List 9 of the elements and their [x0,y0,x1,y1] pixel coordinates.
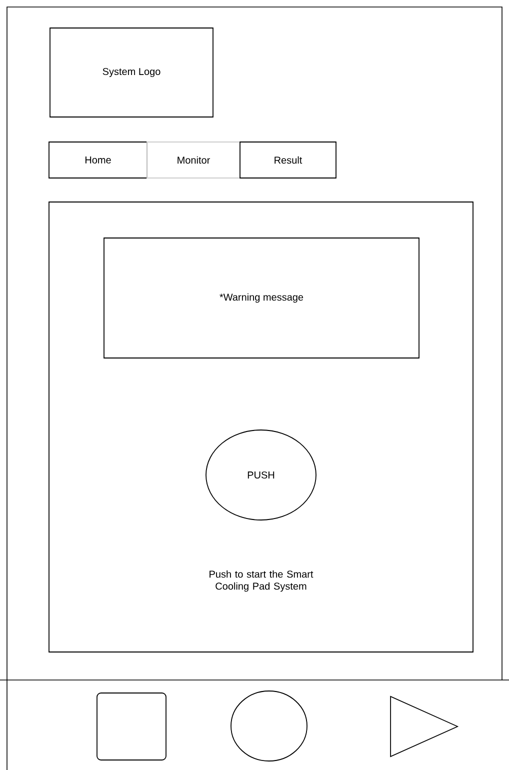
circle-button [230,690,308,762]
image-placeholder-box: System Logo [50,28,214,118]
tab-button: Home [48,142,148,178]
square-button [96,692,166,760]
push-button: PUSH [206,430,316,520]
instruction-text: Push to start the Smart Cooling Pad System [210,570,314,592]
warning-message-box: *Warning message [104,238,420,358]
tab-button: Result [240,142,336,178]
tab-button: Monitor [146,142,240,178]
